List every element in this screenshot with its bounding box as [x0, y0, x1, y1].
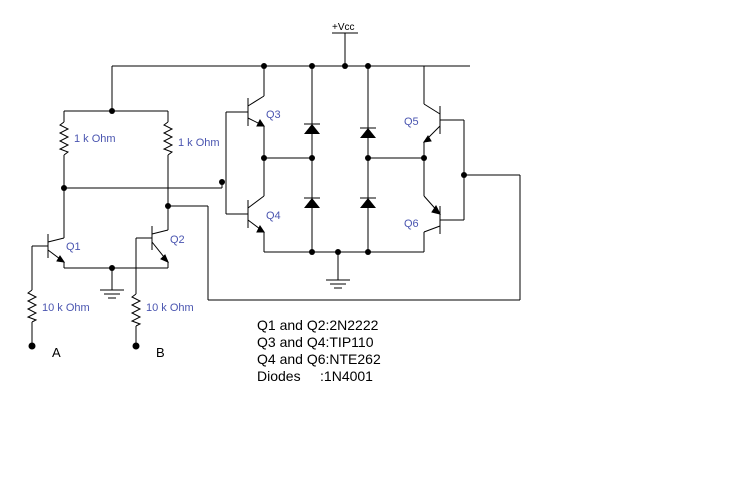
transistor-q6 — [423, 195, 450, 234]
legend-line: Q1 and Q2:2N2222 — [257, 317, 379, 333]
resistor-top-left — [58, 121, 70, 156]
resistor-top-left-label: 1 k Ohm — [74, 133, 116, 145]
ground-symbol-left — [100, 289, 124, 299]
input-b-label: B — [156, 345, 165, 360]
ground-symbol-right — [326, 279, 350, 289]
component-legend: Q1 and Q2:2N2222 Q3 and Q4:TIP110 Q4 and… — [257, 317, 381, 384]
transistor-q4 — [247, 195, 265, 233]
transistor-q6-label: Q6 — [404, 218, 419, 230]
resistor-bottom-right-label: 10 k Ohm — [146, 302, 194, 314]
wires — [31, 32, 521, 346]
diode-upper-left — [304, 123, 320, 134]
legend-line: Q4 and Q6:NTE262 — [257, 351, 381, 367]
resistor-bottom-left-label: 10 k Ohm — [42, 302, 90, 314]
diode-lower-left — [304, 197, 320, 208]
transistor-q5 — [422, 103, 450, 143]
resistor-bottom-right — [130, 293, 142, 327]
resistor-top-right — [162, 121, 174, 156]
legend-line: Diodes :1N4001 — [257, 368, 373, 384]
transistor-q1 — [47, 234, 66, 263]
transistor-q2 — [151, 226, 169, 263]
legend-line: Q3 and Q4:TIP110 — [257, 334, 374, 350]
resistor-bottom-left — [26, 289, 38, 323]
supply-label: +Vcc — [332, 22, 355, 33]
diode-lower-right — [360, 197, 376, 208]
transistor-q3-label: Q3 — [266, 109, 281, 121]
resistor-top-right-label: 1 k Ohm — [178, 137, 220, 149]
junction-dots — [28, 63, 467, 350]
transistor-q4-label: Q4 — [266, 210, 281, 222]
transistor-q1-label: Q1 — [66, 241, 81, 253]
transistor-q2-label: Q2 — [170, 234, 185, 246]
input-a-label: A — [52, 345, 61, 360]
transistor-q5-label: Q5 — [404, 116, 419, 128]
diode-upper-right — [360, 127, 376, 138]
transistor-q3 — [247, 95, 265, 127]
